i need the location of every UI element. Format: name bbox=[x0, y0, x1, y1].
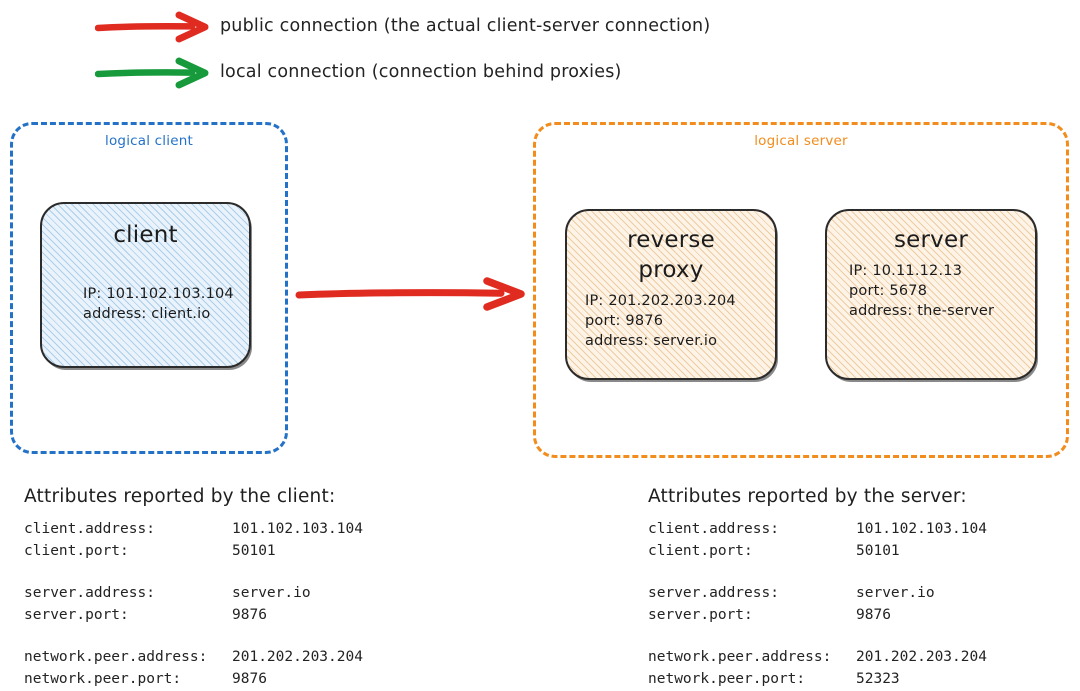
attribute-row-spacer bbox=[648, 562, 987, 583]
attribute-row: network.peer.port: 9876 bbox=[24, 669, 363, 691]
attribute-value: server.io bbox=[232, 585, 311, 601]
server-attributes-table: Attributes reported by the server: clien… bbox=[648, 484, 987, 690]
red-arrow-icon bbox=[94, 10, 210, 44]
attribute-row: server.port: 9876 bbox=[648, 605, 987, 627]
attribute-key: network.peer.port: bbox=[648, 670, 806, 687]
client-attributes-table: Attributes reported by the client: clien… bbox=[24, 484, 363, 690]
attribute-key: network.peer.port: bbox=[24, 670, 182, 687]
attribute-key: server.port: bbox=[648, 606, 753, 623]
attribute-key: server.port: bbox=[24, 606, 129, 623]
server-node-line: IP: 10.11.12.13 bbox=[849, 263, 963, 279]
attribute-value: 9876 bbox=[856, 606, 891, 623]
server-attributes-heading: Attributes reported by the server: bbox=[648, 486, 967, 507]
attribute-value: 50101 bbox=[232, 542, 276, 559]
attribute-row-spacer bbox=[24, 626, 363, 647]
logical-server-label: logical server bbox=[748, 133, 854, 149]
attribute-key: client.address: bbox=[648, 521, 779, 537]
server-node-details: IP: 10.11.12.13 port: 5678 address: the-… bbox=[827, 261, 1035, 321]
attribute-key: network.peer.address: bbox=[648, 649, 832, 665]
server-node-title: server bbox=[893, 227, 968, 253]
reverse-proxy-node-line: address: server.io bbox=[585, 333, 718, 349]
attribute-value: 101.102.103.104 bbox=[232, 521, 363, 537]
server-node[interactable]: server IP: 10.11.12.13 port: 5678 addres… bbox=[825, 209, 1037, 380]
reverse-proxy-node-details: IP: 201.202.203.204 port: 9876 address: … bbox=[567, 291, 775, 351]
attribute-value: 201.202.203.204 bbox=[232, 649, 363, 665]
client-node[interactable]: client IP: 101.102.103.104 address: clie… bbox=[40, 202, 251, 368]
attribute-row: server.port: 9876 bbox=[24, 605, 363, 627]
attribute-key: client.port: bbox=[648, 542, 753, 559]
attribute-key: network.peer.address: bbox=[24, 649, 208, 665]
logical-server-group: logical server bbox=[533, 122, 1069, 458]
server-node-line: port: 5678 bbox=[849, 283, 928, 299]
server-node-line: address: the-server bbox=[849, 303, 995, 319]
attribute-row: client.port: 50101 bbox=[648, 541, 987, 563]
reverse-proxy-node-line: port: 9876 bbox=[585, 313, 664, 329]
client-node-line: address: client.io bbox=[83, 306, 211, 322]
reverse-proxy-node-title: reverse proxy bbox=[627, 227, 715, 283]
attribute-value: 9876 bbox=[232, 670, 267, 687]
attribute-row: network.peer.port: 52323 bbox=[648, 669, 987, 691]
attribute-value: server.io bbox=[856, 585, 935, 601]
legend: public connection (the actual client-ser… bbox=[0, 0, 1080, 100]
attribute-row: network.peer.address: 201.202.203.204 bbox=[24, 647, 363, 669]
reverse-proxy-node-line: IP: 201.202.203.204 bbox=[585, 293, 736, 309]
attribute-key: client.port: bbox=[24, 542, 129, 559]
client-node-title: client bbox=[113, 222, 178, 248]
client-node-details: IP: 101.102.103.104 address: client.io bbox=[42, 284, 249, 324]
attribute-row: server.address: server.io bbox=[648, 583, 987, 605]
legend-label-local: local connection (connection behind prox… bbox=[220, 62, 622, 82]
attribute-row-spacer bbox=[24, 562, 363, 583]
attribute-value: 50101 bbox=[856, 542, 900, 559]
logical-client-group: logical client bbox=[10, 122, 288, 454]
attribute-value: 52323 bbox=[856, 670, 900, 687]
green-arrow-icon bbox=[94, 56, 210, 90]
server-attributes-rows: client.address: 101.102.103.104 client.por… bbox=[648, 519, 987, 690]
legend-item-local: local connection (connection behind prox… bbox=[0, 56, 1080, 90]
attribute-value: 201.202.203.204 bbox=[856, 649, 987, 665]
legend-item-public: public connection (the actual client-ser… bbox=[0, 10, 1080, 44]
client-attributes-heading: Attributes reported by the client: bbox=[24, 486, 336, 507]
attribute-value: 101.102.103.104 bbox=[856, 521, 987, 537]
logical-client-label: logical client bbox=[99, 133, 199, 149]
reverse-proxy-node[interactable]: reverse proxy IP: 201.202.203.204 port: … bbox=[565, 209, 777, 380]
public-connection-arrow bbox=[295, 272, 530, 316]
attribute-row: client.address: 101.102.103.104 bbox=[24, 519, 363, 541]
attribute-row: server.address: server.io bbox=[24, 583, 363, 605]
legend-label-public: public connection (the actual client-ser… bbox=[220, 16, 711, 36]
attribute-key: client.address: bbox=[24, 521, 155, 537]
attribute-row: client.address: 101.102.103.104 bbox=[648, 519, 987, 541]
attribute-row: network.peer.address: 201.202.203.204 bbox=[648, 647, 987, 669]
attribute-row: client.port: 50101 bbox=[24, 541, 363, 563]
client-attributes-rows: client.address: 101.102.103.104 client.por… bbox=[24, 519, 363, 690]
attribute-row-spacer bbox=[648, 626, 987, 647]
attribute-key: server.address: bbox=[648, 585, 779, 601]
attribute-key: server.address: bbox=[24, 585, 155, 601]
attribute-value: 9876 bbox=[232, 606, 267, 623]
client-node-line: IP: 101.102.103.104 bbox=[83, 286, 234, 302]
